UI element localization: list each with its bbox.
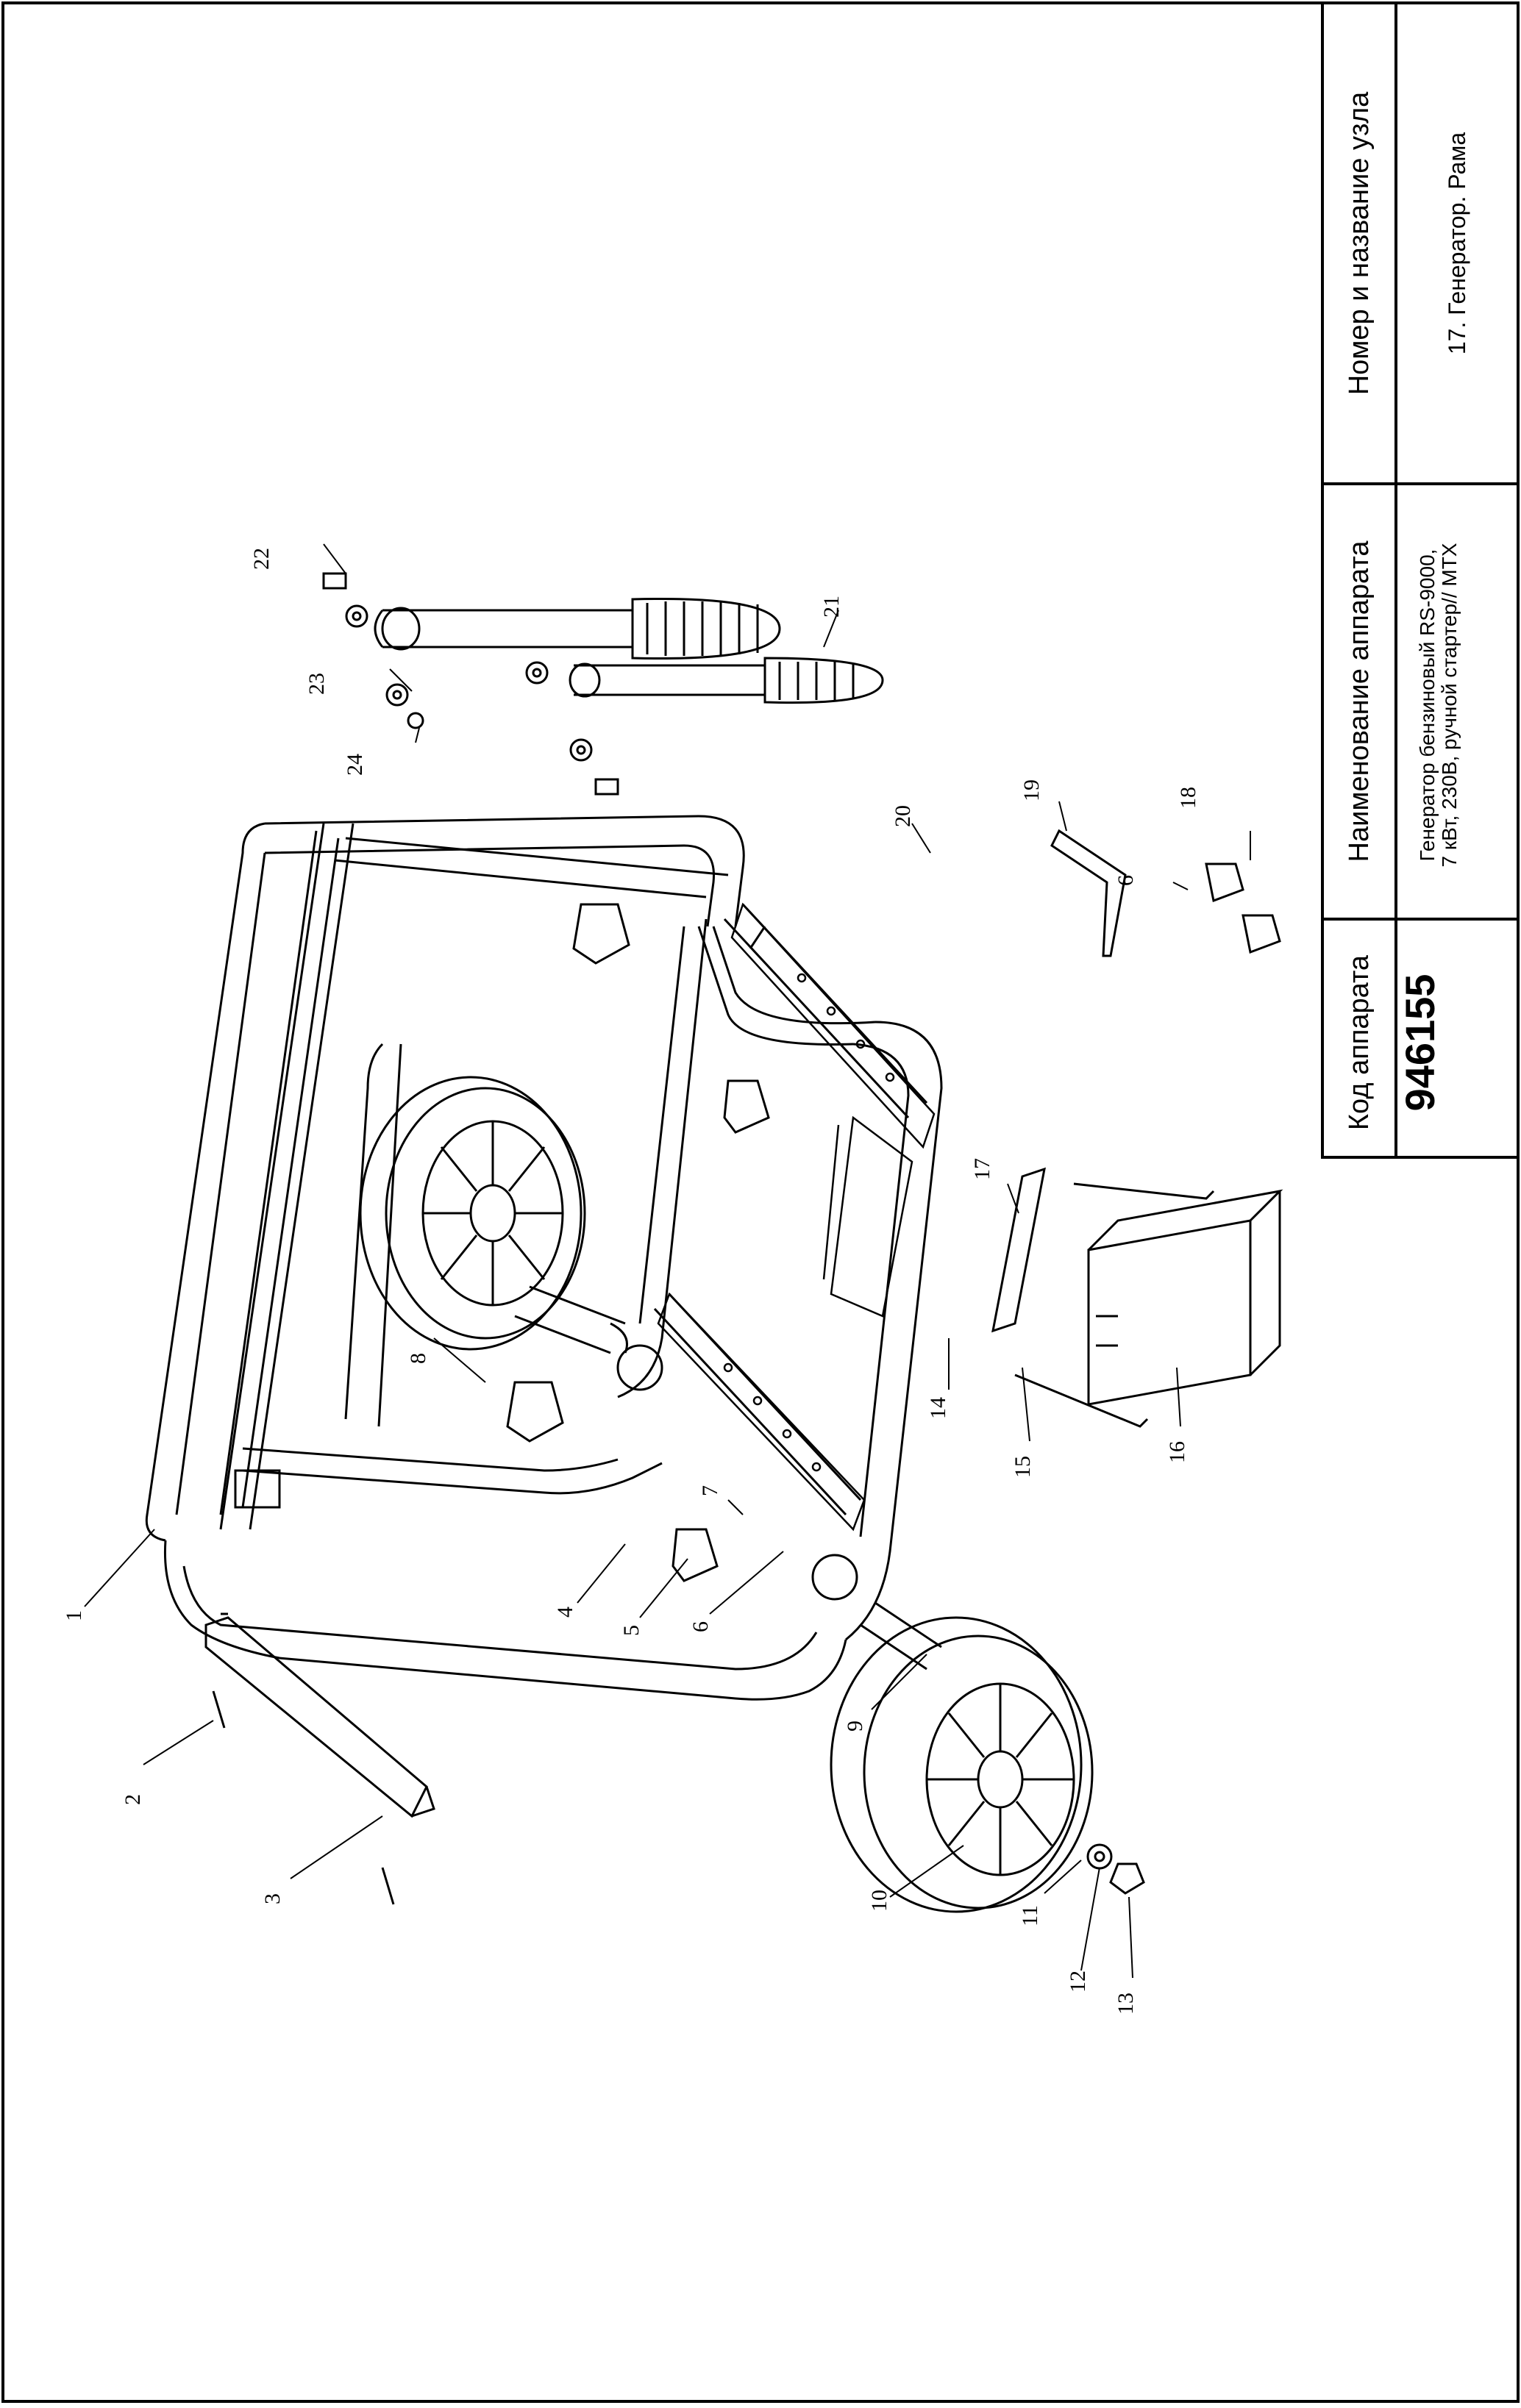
callout-labels: 1 2 3 4 5 6 7 8 9 10 11 12 13 14 15 16 1… — [62, 548, 1200, 2015]
strap-17 — [991, 1167, 1046, 1333]
frame-rear-rail — [219, 830, 340, 1515]
frame-side-rail-upper — [723, 903, 928, 1119]
callout-3: 3 — [260, 1893, 285, 1904]
callout-20: 20 — [891, 805, 915, 827]
callout-9: 9 — [843, 1721, 867, 1732]
frame-inner-right — [617, 918, 708, 1398]
callout-4: 4 — [553, 1607, 577, 1618]
callout-16: 16 — [1165, 1441, 1189, 1463]
callout-13: 13 — [1114, 1993, 1138, 2015]
callout-23: 23 — [304, 673, 329, 695]
callout-10: 10 — [867, 1890, 891, 1912]
frame-bottom-tube — [163, 1540, 847, 1701]
callout-21: 21 — [819, 596, 844, 618]
callout-5: 5 — [619, 1625, 644, 1636]
callout-14: 14 — [926, 1397, 950, 1419]
wheel-upper — [359, 1076, 663, 1391]
rubber-mounts — [506, 829, 1281, 1582]
callout-6b: 6 — [1114, 875, 1138, 886]
callout-24: 24 — [343, 754, 367, 776]
callout-11: 11 — [1018, 1905, 1042, 1926]
wheel-lower — [811, 1554, 1145, 1913]
battery — [991, 1167, 1283, 1428]
callout-19: 19 — [1019, 779, 1044, 801]
frame-top-tube — [264, 815, 745, 927]
callout-8: 8 — [406, 1353, 430, 1364]
callout-1: 1 — [62, 1610, 86, 1621]
frame — [145, 815, 943, 1701]
frame-inner-lower — [242, 1447, 663, 1495]
handle-assembly — [322, 572, 884, 796]
callout-15: 15 — [1011, 1456, 1035, 1478]
frame-right-tube — [845, 1021, 943, 1641]
frame-left-tube — [145, 822, 266, 1542]
leader-lines — [84, 543, 1251, 1979]
frame-inner-back — [219, 823, 729, 1530]
title-block-grid — [1321, 1, 1520, 1159]
callout-17: 17 — [970, 1158, 994, 1180]
brackets — [657, 902, 936, 1532]
skid-bar — [204, 1612, 435, 1905]
callout-2: 2 — [121, 1794, 145, 1805]
frame-mid-tube — [344, 1043, 402, 1427]
rod-15 — [1014, 1182, 1215, 1428]
frame-cross-rail — [697, 926, 876, 1046]
callout-7: 7 — [698, 1485, 722, 1496]
callout-6: 6 — [688, 1621, 713, 1632]
battery-tray — [822, 1115, 913, 1318]
callout-12: 12 — [1066, 1971, 1090, 1993]
callout-18: 18 — [1176, 787, 1200, 809]
callout-22: 22 — [249, 548, 274, 570]
